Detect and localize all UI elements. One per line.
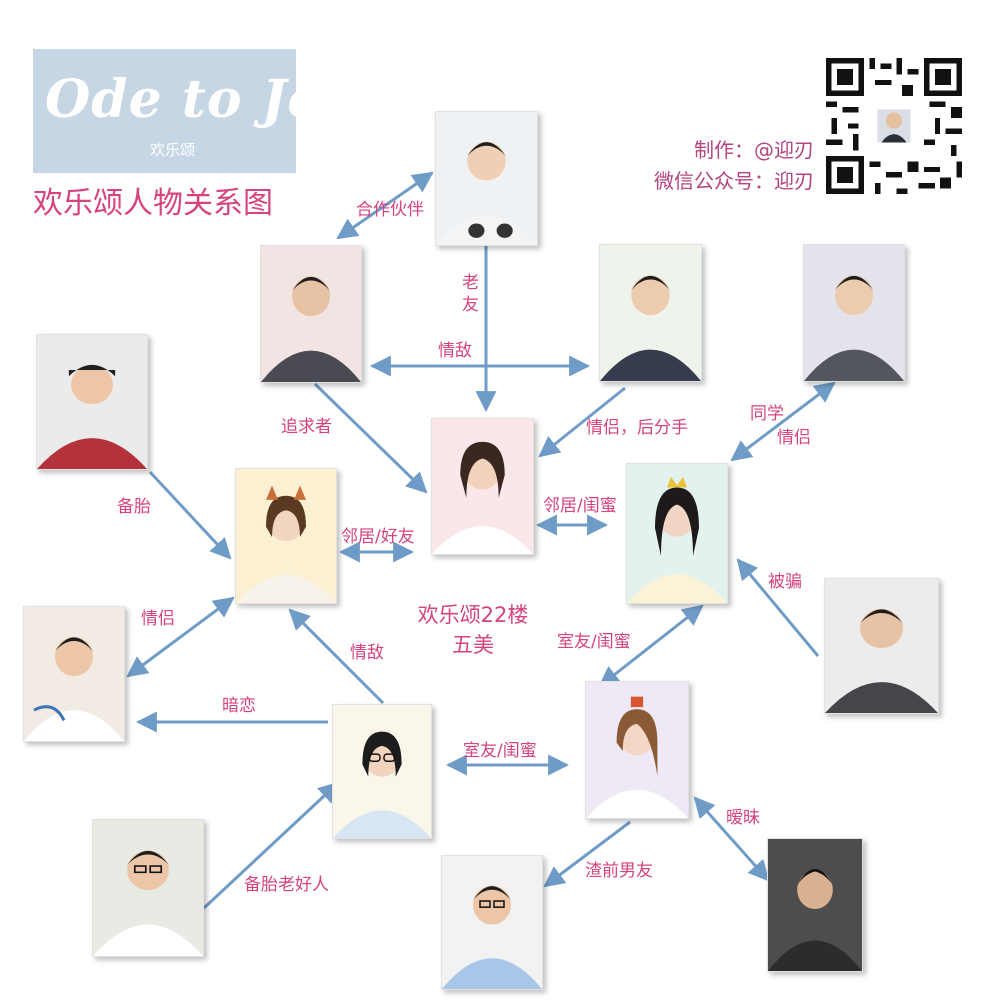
label-neighbor-friend: 邻居/好友	[341, 527, 415, 547]
photo-ex-man	[599, 244, 702, 382]
credit-maker: 制作：@迎刃	[694, 138, 814, 162]
photo-left-woman	[235, 468, 337, 604]
arrow-backup-nice-guy	[202, 781, 340, 910]
photo-rival-man	[260, 245, 362, 383]
label-old-friend: 老友	[462, 273, 479, 315]
center-label: 欢乐颂22楼 五美	[408, 599, 538, 659]
arrow-roommate-right	[598, 604, 704, 688]
arrow-ex-couple	[538, 386, 626, 458]
label-couple-right: 情侣	[777, 428, 811, 448]
arrow-deceived	[736, 558, 820, 657]
photo-deceived-man	[824, 578, 939, 714]
label-roommate-right: 室友/闺蜜	[557, 632, 631, 652]
arrow-ambiguous	[693, 796, 770, 882]
arrow-partner	[336, 171, 434, 240]
photo-right-woman	[626, 463, 728, 604]
label-partner: 合作伙伴	[356, 200, 424, 220]
arrow-scum-ex	[543, 820, 631, 888]
logo-main-text: Ode to Joy	[45, 69, 355, 130]
label-rival: 情敌	[438, 341, 472, 361]
center-label-line2: 五美	[452, 633, 494, 657]
photo-classmate-man	[803, 244, 905, 382]
arrow-classmate	[730, 381, 836, 462]
label-scum-ex: 渣前男友	[585, 861, 653, 881]
label-classmate: 同学	[750, 404, 784, 424]
label-ex-couple: 情侣，后分手	[586, 418, 688, 438]
label-deceived: 被骗	[768, 572, 802, 592]
photo-couple-left-man	[23, 606, 125, 742]
label-neighbor-bestie: 邻居/闺蜜	[543, 496, 617, 516]
label-couple-left: 情侣	[141, 609, 175, 629]
arrow-backup	[148, 470, 232, 560]
page-title: 欢乐颂人物关系图	[33, 186, 273, 221]
photo-scum-ex	[441, 855, 543, 990]
qr-code-image	[826, 58, 962, 194]
label-ambiguous: 暧昧	[726, 808, 760, 828]
photo-ambiguous-man	[767, 838, 863, 972]
photo-bottom-woman	[332, 704, 432, 839]
photo-partner	[435, 111, 538, 246]
photo-nice-guy	[92, 819, 204, 957]
label-roommate-bottom: 室友/闺蜜	[463, 741, 537, 761]
photo-center-woman	[431, 418, 534, 555]
label-crush: 暗恋	[222, 696, 256, 716]
ode-to-joy-logo: Ode to Joy 欢乐颂	[33, 49, 353, 173]
arrow-rival2	[288, 608, 385, 705]
arrow-couple-left	[126, 596, 235, 678]
label-rival2: 情敌	[350, 643, 384, 663]
label-backup: 备胎	[117, 497, 151, 517]
photo-roommate-woman	[585, 681, 689, 819]
credit-wechat: 微信公众号：迎刃	[654, 169, 814, 193]
center-label-line1: 欢乐颂22楼	[417, 603, 529, 627]
label-pursuer: 追求者	[281, 417, 332, 437]
arrow-pursuer	[313, 382, 428, 494]
label-backup-nice-guy: 备胎老好人	[244, 875, 329, 895]
photo-backup-man	[36, 334, 148, 470]
logo-sub-text: 欢乐颂	[150, 141, 196, 159]
